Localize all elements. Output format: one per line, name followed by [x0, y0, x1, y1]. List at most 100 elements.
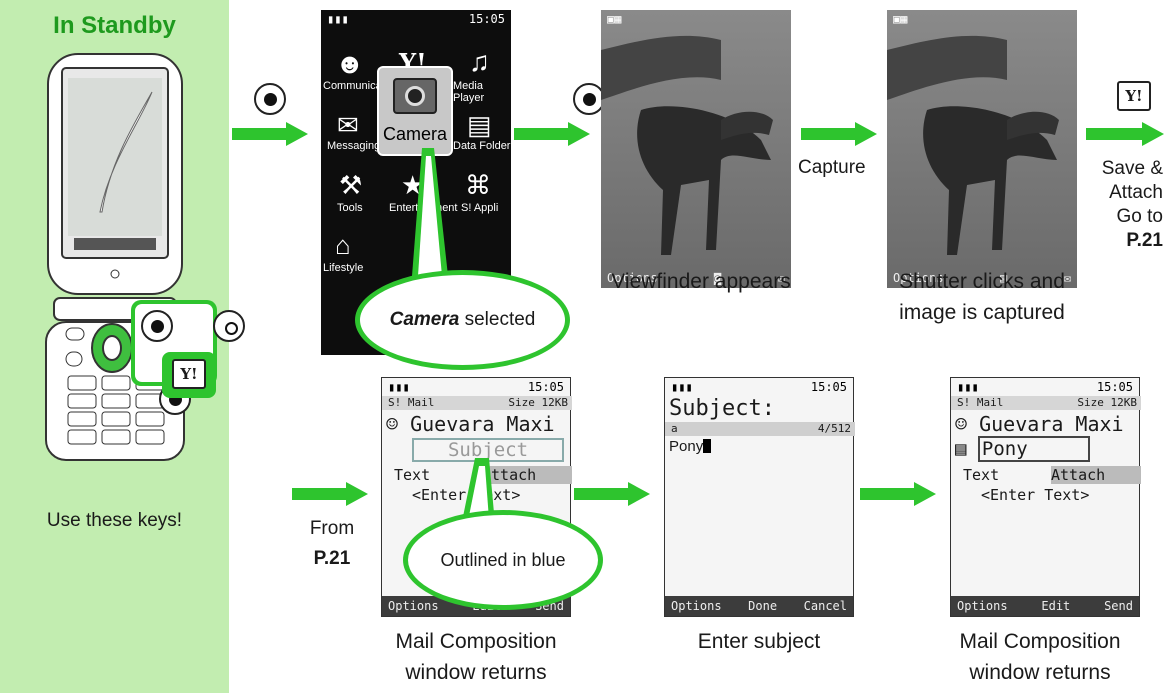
signal-icon: ▮▮▮	[388, 380, 410, 394]
softkey-options[interactable]: Options	[893, 271, 944, 285]
mail-icon: ✉	[777, 271, 785, 285]
sidebar-caption: Use these keys!	[46, 510, 183, 531]
callout-text: Outlined in blue	[440, 549, 566, 570]
recipient-name: Guevara Maxi	[979, 412, 1124, 436]
body-field[interactable]: <Enter Text>	[412, 486, 521, 504]
flow-arrow	[801, 122, 877, 146]
tab-text[interactable]: Text	[963, 466, 1000, 484]
center-key-icon	[254, 83, 286, 115]
softkey-options[interactable]: Options	[957, 599, 1008, 613]
y-key-callout: Y!	[162, 352, 216, 398]
page-reference[interactable]: P.21	[1126, 230, 1163, 251]
scroll-up-down-key-icon	[141, 310, 173, 342]
flow-arrow	[292, 482, 368, 506]
tab-attach[interactable]: Attach	[1051, 466, 1141, 484]
tab-attach[interactable]: Attach	[482, 466, 572, 484]
menu-item-messaging[interactable]: Messaging	[327, 140, 381, 152]
entertainment-icon: ★	[401, 170, 425, 200]
softkey-options[interactable]: Options	[671, 599, 722, 613]
softkey-done[interactable]: Done	[748, 599, 778, 613]
sidebar-title: In Standby	[53, 12, 176, 39]
y-key-icon: Y!	[1117, 81, 1151, 111]
flow-arrow	[514, 122, 590, 146]
mail-caption-line2: window returns	[405, 661, 547, 684]
save-label: Save &	[1101, 158, 1163, 179]
scroll-key-icon	[213, 310, 246, 342]
softkey-edit[interactable]: Edit	[1041, 599, 1071, 613]
input-mode: a	[671, 422, 678, 435]
mail-size: Size 12KB	[1077, 396, 1137, 409]
attach-label: Attach	[1109, 182, 1163, 203]
viewfinder-caption: Viewfinder appears	[611, 270, 791, 293]
horse-photo	[601, 10, 791, 288]
center-key-icon	[573, 83, 606, 115]
subject-value: Pony	[977, 436, 1090, 462]
softkey-options[interactable]: Options	[607, 271, 658, 285]
softkey-send[interactable]: Send	[1104, 599, 1133, 613]
mail-caption-line1: Mail Composition	[959, 630, 1121, 653]
user-icon: ☺	[955, 412, 968, 436]
mail-icon: ✉	[1063, 271, 1071, 285]
mail-composition-caption: Mail Composition window returns	[346, 626, 606, 688]
callout-camera-text: Camera	[389, 309, 460, 330]
camera-mode-icon: ▣▦	[893, 12, 908, 26]
signal-icon: ▮▮▮	[957, 380, 979, 394]
clock: 15:05	[468, 12, 505, 26]
recipient-field[interactable]: ☺ Guevara Maxi	[386, 412, 566, 436]
page-reference[interactable]: P.21	[313, 548, 351, 569]
mail-caption-line1: Mail Composition	[395, 630, 557, 653]
tab-text[interactable]: Text	[394, 466, 431, 484]
horse-photo	[887, 10, 1077, 288]
camera-icon	[393, 78, 437, 114]
softkey-options[interactable]: Options	[388, 599, 439, 613]
camera-mode-icon: ▣▦	[607, 12, 622, 26]
lifestyle-icon: ⌂	[335, 230, 351, 260]
capture-caption-line2: image is captured	[899, 301, 1065, 324]
menu-item-lifestyle[interactable]: Lifestyle	[323, 262, 364, 274]
menu-item-camera[interactable]: Camera	[377, 66, 453, 156]
clock: 15:05	[1096, 380, 1133, 394]
menu-item-s-appli[interactable]: S! Appli	[461, 202, 499, 214]
subject-field[interactable]: ▤ Pony	[955, 436, 1135, 462]
subject-entry-screen: ▮▮▮15:05 Subject: a 4/512 Pony Options D…	[664, 377, 855, 617]
softkey-cancel[interactable]: Cancel	[803, 599, 847, 613]
mail-header-left: S! Mail	[957, 396, 1004, 409]
folder-icon: ▤	[1000, 271, 1008, 285]
communication-icon: ☻	[335, 48, 365, 79]
flow-arrow	[860, 482, 936, 506]
signal-icon: ▮▮▮	[671, 380, 693, 394]
callout-selected-text: selected	[464, 309, 536, 330]
captured-image-screen: ▣▦ Options ▤ ✉	[887, 10, 1077, 288]
mail-size: Size 12KB	[508, 396, 568, 409]
media-player-icon: ♫	[469, 46, 490, 77]
recipient-field[interactable]: ☺ Guevara Maxi	[955, 412, 1135, 436]
flow-arrow	[232, 122, 308, 146]
menu-item-data-folder[interactable]: Data Folder	[453, 140, 511, 152]
callout-pointer	[412, 148, 448, 276]
from-label: From	[309, 518, 355, 539]
char-counter: 4/512	[817, 422, 851, 435]
shutter-icon: ◙	[714, 271, 722, 285]
mail-caption-line2: window returns	[969, 661, 1111, 684]
mail-composition-screen: ▮▮▮ 15:05 S! Mail Size 12KB ☺ Guevara Max…	[950, 377, 1141, 617]
capture-label: Capture	[798, 157, 866, 178]
menu-item-tools[interactable]: Tools	[337, 202, 363, 214]
mail-header-left: S! Mail	[388, 396, 435, 409]
messaging-icon: ✉	[337, 110, 359, 140]
flow-arrow	[1086, 122, 1164, 146]
camera-selected-callout: Camera selected	[355, 270, 570, 370]
viewfinder-screen: ▣▦ Options ◙ ✉	[601, 10, 791, 288]
menu-item-media-player[interactable]: Media Player	[453, 80, 485, 104]
subject-value: Pony	[669, 438, 704, 455]
save-attach-note: Save & Attach Go to P.21	[1078, 157, 1171, 253]
tools-icon: ⚒	[339, 170, 363, 200]
subject-input[interactable]: Pony	[669, 438, 712, 455]
s-appli-icon: ⌘	[465, 170, 491, 200]
flow-arrow	[574, 482, 650, 506]
clock: 15:05	[810, 380, 847, 394]
body-field[interactable]: <Enter Text>	[981, 486, 1090, 504]
user-icon: ☺	[386, 412, 399, 436]
capture-caption-line1: Shutter clicks and	[899, 270, 1065, 293]
signal-icon: ▮▮▮	[327, 12, 349, 26]
from-note: From P.21	[290, 514, 374, 574]
